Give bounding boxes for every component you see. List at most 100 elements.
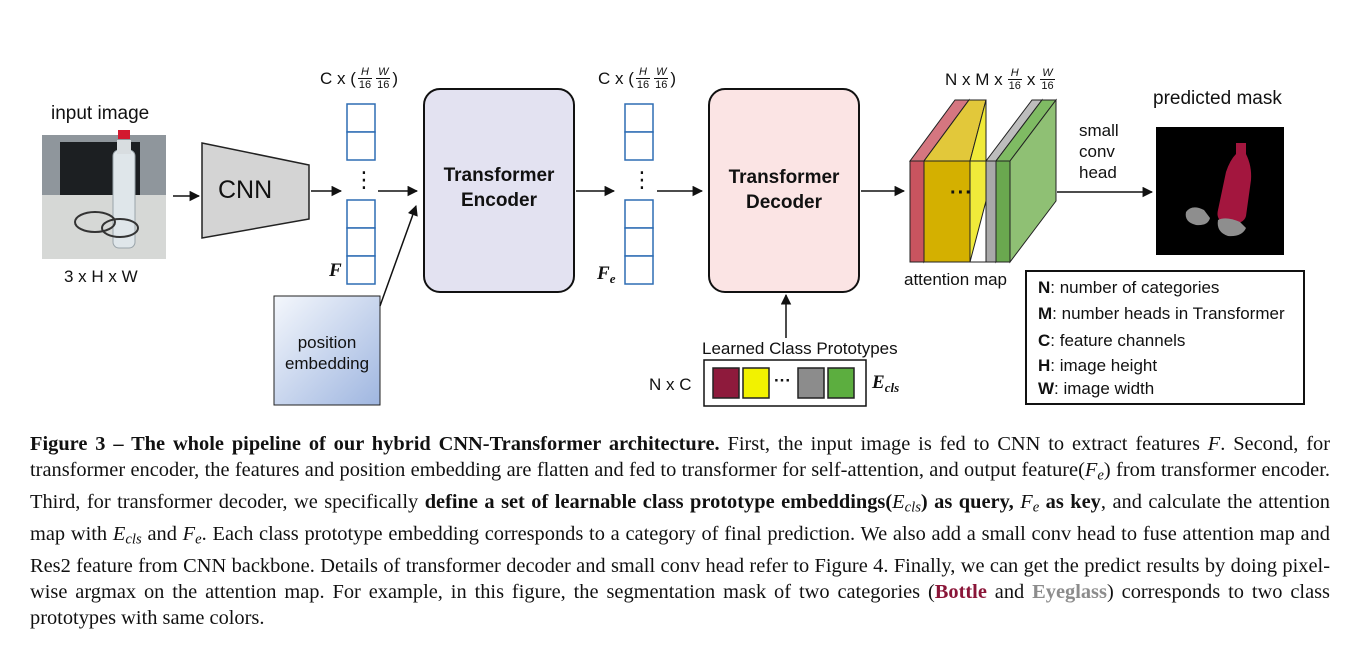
frac-den: 16 [654, 78, 669, 91]
caption-symbol-f: F [1207, 433, 1221, 455]
cnn-block [201, 142, 310, 239]
caption-symbol-fe-sub: e [1097, 467, 1104, 484]
cnn-label: CNN [218, 176, 273, 204]
feature-f-symbol: F [329, 260, 342, 281]
legend-key: W [1038, 379, 1055, 398]
legend-frame [1025, 270, 1305, 405]
caption-emphasis: define a set of learnable class prototyp… [424, 491, 893, 514]
fraction-h16: H 16 [1007, 67, 1022, 92]
predicted-mask-title: predicted mask [1153, 88, 1282, 109]
feature-f-dots: ⋮ [353, 167, 375, 192]
caption-text: ) from transformer encoder. Third, for t… [30, 459, 1330, 514]
attention-dots: ··· [950, 182, 973, 204]
dims-suffix: ) [392, 68, 399, 88]
prototype-square [797, 367, 825, 399]
legend-text: : feature channels [1050, 331, 1186, 350]
conv-head-label: small conv head [1079, 120, 1119, 183]
attention-map-label: attention map [904, 270, 1008, 289]
prototypes-dims: N x C [649, 375, 692, 394]
caption-text: . Second, for transformer encoder, the f… [30, 433, 1331, 482]
symbol-sub: cls [884, 380, 900, 395]
prototype-square [742, 367, 770, 399]
caption-emphasis: as key [1039, 491, 1101, 514]
legend-key: M [1038, 304, 1053, 323]
caption-text: and [986, 581, 1033, 604]
arrow-position-to-encoder [379, 205, 418, 307]
dims-prefix: C x ( [598, 68, 634, 88]
caption-text: , and calculate the attention map with [30, 491, 1331, 545]
attention-dims: N x M x H 16 x W 16 [945, 67, 1057, 92]
frac-den: 16 [635, 78, 651, 91]
frac-den: 16 [1007, 79, 1022, 92]
times-sign: x [1026, 69, 1036, 89]
transformer-encoder-box [423, 88, 575, 293]
caption-symbol-e: E [112, 522, 126, 545]
feature-fe-dims: C x ( H 16 W 16 ) [598, 66, 676, 91]
prototypes-symbol: Ecls [872, 372, 899, 396]
label-line: small [1079, 121, 1119, 140]
input-image-title: input image [51, 103, 150, 124]
position-embedding-label: position embedding [274, 332, 380, 374]
caption-label: Figure 3 [30, 433, 106, 455]
legend-item-h: H: image height [1038, 356, 1157, 376]
input-image [42, 130, 166, 259]
legend-text: : image height [1050, 356, 1158, 375]
fraction-w16: W 16 [654, 66, 669, 91]
label-line: conv [1079, 142, 1115, 161]
prototype-square [712, 367, 740, 399]
input-image-dims: 3 x H x W [64, 267, 138, 286]
symbol-main: E [872, 372, 885, 393]
caption-text: and [141, 522, 183, 545]
frac-num: W [1042, 67, 1053, 79]
caption-symbol-e-sub: cls [904, 499, 921, 516]
caption-symbol-fe-sub: e [195, 531, 202, 548]
frac-num: W [378, 66, 389, 78]
decoder-label: Transformer Decoder [709, 165, 859, 215]
label-line: position [297, 333, 357, 352]
feature-fe-dots: ⋮ [631, 167, 653, 192]
caption-symbol-fe: F [1084, 459, 1098, 482]
feature-column-fe [624, 103, 654, 285]
prototypes-title: Learned Class Prototypes [702, 339, 898, 358]
transformer-decoder-box [708, 88, 860, 293]
caption-eyeglass: Eyeglass [1032, 581, 1107, 604]
symbol-sub: e [609, 271, 616, 286]
dims-suffix: ) [670, 68, 677, 88]
fraction-h16: H 16 [357, 66, 373, 91]
prototype-squares [712, 367, 855, 399]
caption-symbol-e-sub: cls [125, 531, 142, 548]
caption-emphasis: ) as query, [920, 491, 1021, 514]
frac-num: H [361, 66, 369, 78]
label-line: Transformer [728, 167, 840, 188]
frac-num: H [639, 66, 647, 78]
legend: N: number of categories M: number heads … [1026, 271, 1304, 404]
feature-f-dims: C x ( H 16 W 16 ) [320, 66, 398, 91]
frac-den: 16 [376, 78, 391, 91]
dims-prefix: N x M x [945, 69, 1003, 89]
legend-item-c: C: feature channels [1038, 331, 1185, 351]
caption-text: ) corresponds to two class prototypes wi… [30, 581, 1330, 630]
caption-title: The whole pipeline of our hybrid CNN-Tra… [131, 433, 720, 455]
frac-num: W [656, 66, 667, 78]
legend-item-n: N: number of categories [1038, 278, 1219, 298]
position-embedding-box [273, 295, 381, 406]
attention-map-stack [909, 98, 1058, 264]
legend-key: C [1038, 331, 1051, 350]
predicted-mask-image [1156, 127, 1284, 255]
frac-den: 16 [357, 78, 373, 91]
dims-prefix: C x ( [320, 68, 356, 88]
fraction-h16: H 16 [635, 66, 651, 91]
caption-dash: – [105, 433, 132, 455]
label-line: embedding [284, 354, 370, 373]
prototypes-dots: ··· [774, 371, 791, 390]
legend-text: : number heads in Transformer [1052, 304, 1285, 323]
caption-bottle: Bottle [934, 581, 987, 604]
legend-item-w: W: image width [1038, 379, 1154, 399]
legend-text: : number of categories [1050, 278, 1220, 297]
frac-num: H [1010, 67, 1019, 79]
legend-item-m: M: number heads in Transformer [1038, 304, 1285, 324]
caption-text: First, the input image is fed to CNN to … [719, 433, 1208, 455]
frac-den: 16 [1040, 79, 1055, 92]
legend-key: N [1038, 278, 1051, 297]
fraction-w16: W 16 [376, 66, 391, 91]
